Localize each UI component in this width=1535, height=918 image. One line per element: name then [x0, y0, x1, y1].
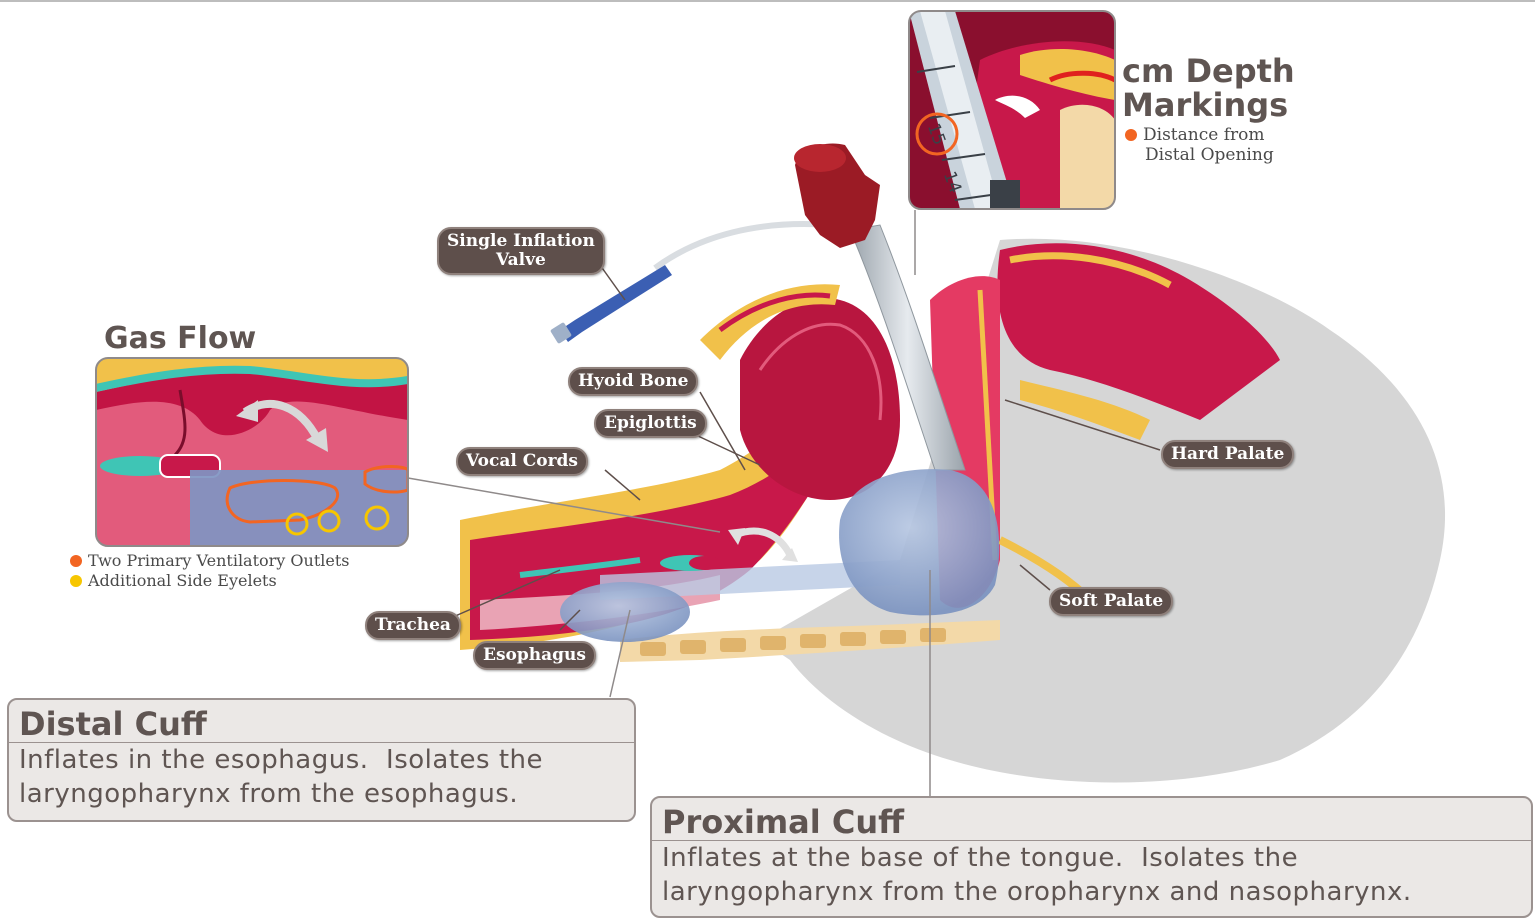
depth-legend-dot-icon	[1125, 129, 1137, 141]
inflation-valve	[560, 265, 672, 342]
depth-legend: Distance from Distal Opening	[1125, 125, 1274, 165]
orange-dot-icon	[70, 555, 82, 567]
pilot-line	[655, 224, 830, 268]
proximal-cuff-text-line2: laryngopharynx from the oropharynx and n…	[652, 875, 1531, 909]
label-trachea: Trachea	[365, 611, 461, 640]
distal-cuff-title: Distal Cuff	[9, 700, 634, 743]
depth-title-line1: cm Depth	[1122, 54, 1295, 88]
depth-legend-line2: Distal Opening	[1125, 145, 1274, 165]
depth-title-line2: Markings	[1122, 88, 1295, 122]
legend-label: Additional Side Eyelets	[88, 571, 277, 590]
proximal-cuff-text-line1: Inflates at the base of the tongue. Isol…	[652, 841, 1531, 875]
depth-markings-inset: 15 14	[909, 11, 1115, 209]
legend-item-ventilatory-outlets: Two Primary Ventilatory Outlets	[70, 551, 350, 571]
label-single-inflation-valve: Single Inflation Valve	[437, 227, 605, 275]
legend-item-side-eyelets: Additional Side Eyelets	[70, 571, 350, 591]
yellow-dot-icon	[70, 575, 82, 587]
label-line: Single Inflation	[447, 232, 595, 251]
label-epiglottis: Epiglottis	[594, 409, 707, 438]
legend-label: Two Primary Ventilatory Outlets	[88, 551, 350, 570]
tongue	[740, 298, 900, 500]
label-hyoid-bone: Hyoid Bone	[568, 367, 698, 396]
proximal-cuff-title: Proximal Cuff	[652, 798, 1531, 841]
label-esophagus: Esophagus	[473, 641, 596, 670]
distal-cuff-text-line1: Inflates in the esophagus. Isolates the	[9, 743, 634, 777]
label-soft-palate: Soft Palate	[1049, 587, 1173, 616]
gas-flow-inset	[96, 358, 408, 546]
label-vocal-cords: Vocal Cords	[456, 447, 588, 476]
depth-legend-line1: Distance from	[1143, 125, 1264, 145]
label-hard-palate: Hard Palate	[1161, 440, 1294, 469]
label-line: Valve	[447, 251, 595, 270]
proximal-cuff-box: Proximal Cuff Inflates at the base of th…	[650, 796, 1533, 918]
distal-cuff-text-line2: laryngopharynx from the esophagus.	[9, 777, 634, 811]
proximal-cuff-shape	[839, 469, 999, 615]
distal-cuff-box: Distal Cuff Inflates in the esophagus. I…	[7, 698, 636, 822]
gas-flow-title: Gas Flow	[104, 322, 256, 356]
depth-markings-title: cm Depth Markings	[1122, 54, 1295, 122]
gas-flow-legend: Two Primary Ventilatory Outlets Addition…	[70, 551, 350, 591]
